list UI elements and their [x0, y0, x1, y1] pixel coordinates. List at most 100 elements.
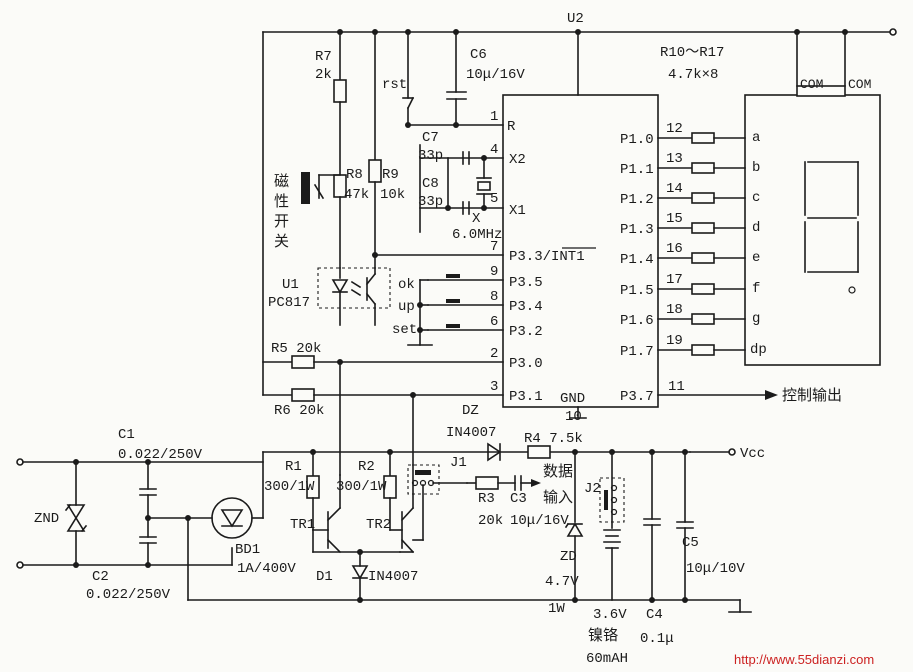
label-mag-2: 性 [274, 192, 289, 210]
label-gnd: GND [560, 391, 585, 407]
label-r10-17: R10～R17 [660, 45, 724, 61]
label-bat-type: 镍铬 [588, 626, 618, 644]
label-c1-name: C1 [118, 427, 135, 443]
label-dz-name: DZ [462, 403, 479, 419]
label-tr2: TR2 [366, 517, 391, 533]
label-bat-v: 3.6V [593, 607, 627, 623]
label-c8-val: 33p [418, 194, 443, 210]
label-c2-name: C2 [92, 569, 109, 585]
label-r3-name: R3 [478, 491, 495, 507]
pin-num-13: 13 [666, 151, 683, 167]
label-c6-val: 10μ/16V [466, 67, 525, 83]
r3-c3 [466, 475, 541, 491]
pin-num-10: 10 [565, 409, 582, 425]
label-bd1-name: BD1 [235, 542, 260, 558]
j1-jumper [407, 464, 468, 541]
label-c3-name: C3 [510, 491, 527, 507]
label-c3-val: 10μ/16V [510, 513, 569, 529]
seg-dp: dp [750, 342, 767, 358]
label-zd-val: 4.7V [545, 574, 579, 590]
seven-seg-display [744, 85, 881, 366]
label-r2-val: 300/1W [336, 479, 387, 495]
label-data-in-1: 数据 [543, 462, 573, 480]
pin-p11: P1.1 [620, 162, 654, 178]
pin-num-4: 4 [490, 142, 498, 158]
pin-num-6: 6 [490, 314, 498, 330]
label-c5-name: C5 [682, 535, 699, 551]
magnetic-switch [301, 172, 341, 204]
seg-b: b [752, 160, 760, 176]
pin-p10: P1.0 [620, 132, 654, 148]
label-r9-name: R9 [382, 167, 399, 183]
pin-p12: P1.2 [620, 192, 654, 208]
pin-num-5: 5 [490, 191, 498, 207]
label-r3-val: 20k [478, 513, 503, 529]
label-c2-val: 0.022/250V [86, 587, 171, 603]
label-j1: J1 [450, 455, 467, 471]
label-c1-val: 0.022/250V [118, 447, 203, 463]
pin-num-1: 1 [490, 109, 498, 125]
label-d1: D1 [316, 569, 333, 585]
pin-p32: P3.2 [509, 324, 543, 340]
r2-tr2 [351, 449, 415, 603]
label-r8-name: R8 [346, 167, 363, 183]
control-output [657, 390, 778, 400]
label-r7-name: R7 [315, 49, 332, 65]
label-c4-name: C4 [646, 607, 663, 623]
dz-r4 [487, 442, 736, 462]
u1-optocoupler [317, 267, 391, 326]
seg-f: f [752, 281, 760, 297]
pin-p16: P1.6 [620, 313, 654, 329]
pin-p14: P1.4 [620, 252, 654, 268]
pin-num-11: 11 [668, 379, 685, 395]
label-zd-pow: 1W [548, 601, 565, 617]
label-x-name: X [472, 211, 481, 227]
button-group [407, 274, 504, 346]
label-ctrl-out: 控制输出 [782, 386, 842, 404]
bd1-bridge [211, 451, 691, 539]
label-mag-3: 开 [274, 212, 289, 230]
pin-num-14: 14 [666, 181, 683, 197]
seg-g: g [752, 311, 760, 327]
r1-tr1 [306, 449, 401, 554]
power-backup [564, 449, 694, 603]
pin-num-15: 15 [666, 211, 683, 227]
pin-x2: X2 [509, 152, 526, 168]
pin-num-7: 7 [490, 239, 498, 255]
pin-num-18: 18 [666, 302, 683, 318]
pin-num-3: 3 [490, 379, 498, 395]
pin-r: R [507, 119, 516, 135]
int1-network [333, 29, 504, 269]
label-dz-part: IN4007 [446, 425, 496, 441]
u2-mcu [502, 94, 659, 408]
label-r1-name: R1 [285, 459, 302, 475]
top-power-rail [262, 28, 897, 396]
label-r10-17-val: 4.7k×8 [668, 67, 718, 83]
label-rst: rst [382, 77, 407, 93]
label-r7-val: 2k [315, 67, 332, 83]
pin-p35: P3.5 [509, 275, 543, 291]
pin-p33: P3.3/INT1 [509, 249, 585, 265]
crystal-network [419, 144, 504, 233]
pin-num-8: 8 [490, 289, 498, 305]
label-d1-part: IN4007 [368, 569, 418, 585]
label-znd: ZND [34, 511, 59, 527]
label-tr1: TR1 [290, 517, 315, 533]
resistor-array [657, 132, 746, 356]
pin-num-17: 17 [666, 272, 683, 288]
label-ok: ok [398, 277, 415, 293]
pin-num-16: 16 [666, 241, 683, 257]
label-c6-name: C6 [470, 47, 487, 63]
label-zd-name: ZD [560, 549, 577, 565]
label-c5-val: 10μ/10V [686, 561, 745, 577]
label-u1-part: PC817 [268, 295, 310, 311]
label-data-in-2: 输入 [543, 488, 573, 506]
seg-c: c [752, 190, 760, 206]
label-u1-name: U1 [282, 277, 299, 293]
pin-x1: X1 [509, 203, 526, 219]
label-mag-1: 磁 [274, 172, 289, 190]
pin-p37: P3.7 [620, 389, 654, 405]
watermark: http://www.55dianzi.com [734, 652, 874, 667]
